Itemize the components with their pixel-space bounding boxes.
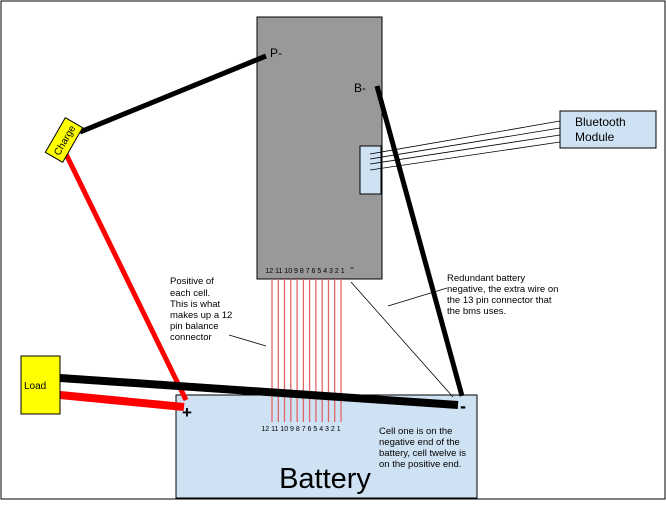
bluetooth-wires (369, 120, 561, 171)
positive-annotation-pointer (228, 334, 267, 347)
b-minus-wire (374, 85, 465, 397)
battery-cell-numbers: 12 11 10 9 8 7 6 5 4 3 2 1 (261, 426, 340, 433)
bluetooth-wire-2 (369, 127, 561, 160)
cell-one-annotation-line: negative end of the (379, 437, 460, 448)
positive-annotation: Positive of each cell. This is what make… (170, 276, 235, 343)
bms-sense-wire (350, 281, 454, 398)
bluetooth-wire-4 (369, 141, 561, 171)
battery-minus-terminal: - (460, 396, 466, 416)
bluetooth-label-line2: Module (575, 130, 615, 144)
bluetooth-label-line1: Bluetooth (575, 115, 626, 129)
cell-one-annotation-line: Cell one is on the (379, 426, 452, 437)
redundant-annotation: Redundant battery negative, the extra wi… (447, 273, 561, 317)
load-label: Load (24, 381, 46, 392)
load-negative-wire (59, 374, 459, 409)
positive-annotation-line: each cell. (170, 288, 210, 299)
battery-plus-terminal: + (182, 403, 192, 422)
bluetooth-wire-1 (369, 120, 561, 155)
cell-one-annotation-line: battery, cell twelve is (379, 448, 466, 459)
cell-one-annotation: Cell one is on the negative end of the b… (379, 426, 469, 470)
cell-one-annotation-line: on the positive end. (379, 459, 461, 470)
redundant-annotation-pointer (387, 287, 448, 307)
positive-annotation-line: connector (170, 332, 212, 343)
load-box (20, 355, 61, 415)
positive-annotation-line: Positive of (170, 276, 214, 287)
positive-annotation-line: This is what (170, 299, 221, 310)
positive-annotation-line: makes up a 12 (170, 310, 232, 321)
bms-minus-label: - (350, 260, 354, 274)
redundant-annotation-line: negative, the extra wire on (447, 284, 558, 295)
load-positive-wire (59, 391, 185, 411)
redundant-annotation-line: Redundant battery (447, 273, 525, 284)
b-minus-label: B- (354, 81, 366, 95)
bluetooth-wire-3 (369, 134, 561, 165)
p-minus-label: P- (270, 46, 282, 60)
charge-positive-wire (62, 150, 189, 402)
charge-negative-wire (79, 53, 267, 135)
battery-box (175, 394, 478, 499)
bms-cell-numbers: 12 11 10 9 8 7 6 5 4 3 2 1 (265, 268, 344, 275)
bluetooth-module (559, 110, 657, 149)
positive-annotation-line: pin balance (170, 321, 219, 332)
battery-label: Battery (279, 463, 371, 495)
redundant-annotation-line: the 13 pin connector that (447, 295, 552, 306)
redundant-annotation-line: the bms uses. (447, 306, 506, 317)
